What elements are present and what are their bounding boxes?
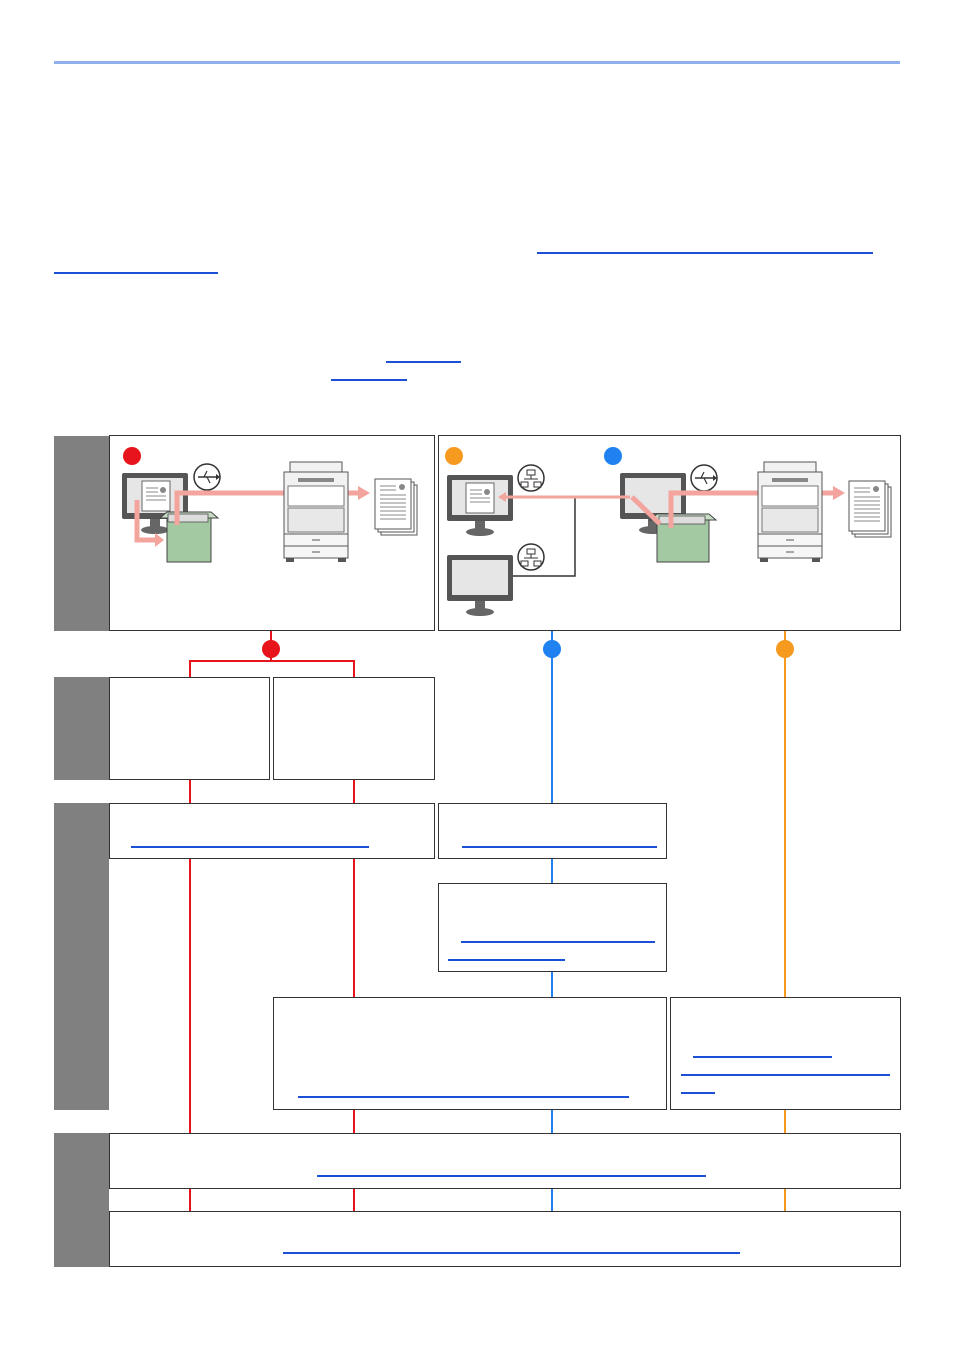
install-local-link[interactable] <box>131 846 369 848</box>
network-settings-box <box>438 883 667 972</box>
link-2[interactable] <box>386 361 461 363</box>
route-red-left-a <box>189 660 191 677</box>
usb-icon <box>690 464 718 492</box>
cd-box-icon <box>158 511 220 563</box>
route-blue-c <box>551 972 553 997</box>
shared-printer-link-a[interactable] <box>693 1056 832 1058</box>
document-icon <box>465 482 495 514</box>
install-network-link[interactable] <box>462 846 657 848</box>
shared-printer-box <box>670 997 901 1110</box>
link-3[interactable] <box>331 379 407 381</box>
shared-printer-link-c[interactable] <box>681 1092 715 1094</box>
driver-install-link[interactable] <box>298 1096 629 1098</box>
side-band-print <box>54 1133 109 1267</box>
route-red-right-a <box>353 660 355 677</box>
side-band-environment <box>54 436 109 631</box>
route-orange-a <box>784 631 786 1012</box>
network-icon <box>517 464 545 492</box>
network-settings-link-a[interactable] <box>461 941 655 943</box>
route-red-split <box>189 660 355 662</box>
network-settings-link-b[interactable] <box>448 959 565 961</box>
route-marker-blue-diagram <box>604 447 622 465</box>
printer-icon <box>757 461 823 562</box>
setup-box-right <box>273 677 435 780</box>
route-marker-blue <box>543 640 561 658</box>
route-orange-b <box>784 1110 786 1133</box>
link-1a[interactable] <box>537 252 873 254</box>
side-band-install <box>54 803 109 1110</box>
route-marker-orange-diagram <box>445 447 463 465</box>
header-rule <box>54 61 900 64</box>
route-red-left-e <box>189 1189 191 1211</box>
route-red-right-c <box>353 859 355 997</box>
route-red-right-b <box>353 780 355 803</box>
printout-stack-icon <box>848 480 892 538</box>
route-red-right-e <box>353 1189 355 1211</box>
side-band-setup <box>54 677 109 780</box>
driver-install-box <box>273 997 667 1110</box>
network-icon <box>517 543 545 571</box>
route-red-left-b <box>189 780 191 803</box>
usb-icon <box>193 463 221 491</box>
print-settings-link[interactable] <box>317 1175 706 1177</box>
cd-box-icon <box>648 513 718 563</box>
print-box <box>109 1211 901 1267</box>
setup-box-left <box>109 677 270 780</box>
route-marker-red <box>262 640 280 658</box>
route-blue-d <box>551 1110 553 1133</box>
route-blue-a <box>551 631 553 803</box>
monitor-icon <box>447 555 513 616</box>
route-blue-e <box>551 1189 553 1211</box>
install-box-network <box>438 803 667 859</box>
document-icon <box>141 480 171 512</box>
install-box-local <box>109 803 435 859</box>
route-marker-orange <box>776 640 794 658</box>
route-marker-red-diagram <box>123 447 141 465</box>
print-link[interactable] <box>283 1252 740 1254</box>
route-orange-c <box>784 1189 786 1211</box>
route-blue-b <box>551 859 553 883</box>
shared-printer-link-b[interactable] <box>681 1074 890 1076</box>
link-1b[interactable] <box>54 272 218 274</box>
printout-stack-icon <box>374 478 418 536</box>
printer-icon <box>283 461 349 562</box>
route-red-left-c <box>189 859 191 1133</box>
print-settings-box <box>109 1133 901 1189</box>
route-red-right-d <box>353 1110 355 1133</box>
